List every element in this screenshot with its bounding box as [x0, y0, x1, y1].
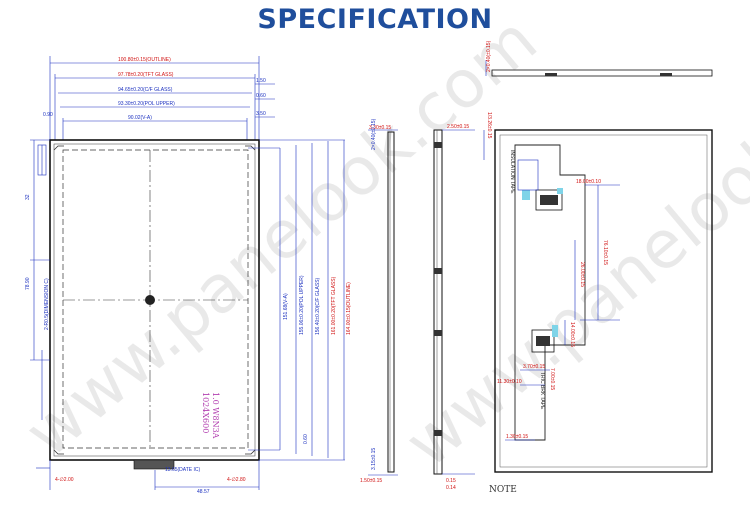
- dim-cf-glass-height: 156.40±0.20(C/F GLASS): [315, 277, 321, 335]
- rear-dim-11: 11.30±0.10: [497, 379, 522, 385]
- rear-dim-13: 1.30±0.15: [506, 434, 528, 440]
- side2-dim-top: 2.50±0.15: [447, 124, 469, 130]
- side-dim-bottom-vert: 3.15±0.15: [371, 448, 377, 470]
- rear-view: 1/3.26±0.15 INSULATION TAPE 18.00±0.10 7…: [483, 112, 713, 495]
- rear-dim-18: 18.00±0.10: [576, 179, 601, 185]
- dim-bottom-48: 48.57: [197, 489, 210, 495]
- dim-right-small-3: 3.50: [256, 111, 266, 117]
- dim-right-small-1: 1.50: [256, 78, 266, 84]
- rear-tric-tape: TRIC BRK TAPE: [539, 372, 545, 410]
- dim-tft-glass-height: 161.00±0.20(TFT GLASS): [331, 276, 337, 335]
- dim-left-32: 32: [25, 194, 31, 200]
- version-stamp: 1.0 W8N3A 1024X600: [201, 392, 220, 439]
- dim-right-bottom: 0.60: [303, 434, 309, 444]
- svg-text:1.0 W8N3A: 1.0 W8N3A: [211, 392, 220, 439]
- rear-dim-37: 3.70±0.15: [523, 364, 545, 370]
- dim-outline-height: 164.00±0.15(OUTLINE): [346, 282, 352, 335]
- dim-left-r05: 2-R0.5(DIMENSION C): [44, 278, 50, 330]
- dim-cf-glass-width: 94.65±0.20(C/F GLASS): [118, 87, 173, 93]
- rear-insulation-tape: INSULATION TAPE: [509, 150, 515, 194]
- rear-dim-26: 26.00±0.15: [579, 262, 585, 287]
- rear-dim-14: 14.00±0.15: [569, 322, 575, 347]
- side-dim-top-vert: 2×0.40(±0.15): [371, 118, 377, 150]
- top-strip-view: 2×0.40(±0.15): [485, 40, 713, 77]
- page-title: SPECIFICATION: [257, 4, 493, 35]
- dim-left-small: 0.90: [43, 112, 53, 118]
- side-dim-bottom: 1.50±0.15: [360, 478, 382, 484]
- dim-va-width: 90.02(V-A): [128, 115, 152, 121]
- strip-dim: 2×0.40(±0.15): [486, 40, 492, 72]
- rear-dim-76: 76.10±0.15: [602, 240, 608, 265]
- side2-small-1: 0.15: [446, 478, 456, 484]
- dim-outline-width: 100.80±0.15(OUTLINE): [118, 57, 171, 63]
- dim-date-ic: 13.65(DATE IC): [165, 467, 201, 473]
- dim-hole-2: 4-∅2.00: [55, 477, 74, 483]
- side2-small-2: 0.14: [446, 485, 456, 491]
- dim-hole-28: 4-∅2.80: [227, 477, 246, 483]
- dim-pol-upper-width: 93.30±0.20(POL UPPER): [118, 101, 175, 107]
- dim-tft-glass-width: 97.78±0.20(TFT GLASS): [118, 72, 174, 78]
- rear-dim-top: 1/3.26±0.15: [486, 112, 492, 139]
- side-dim-top: 3.30±0.15: [369, 125, 391, 131]
- front-view: 100.80±0.15(OUTLINE) 97.78±0.20(TFT GLAS…: [25, 56, 352, 495]
- dim-pol-upper-height: 155.06±0.20(POL UPPER): [299, 275, 305, 335]
- dim-left-78: 78.90: [25, 277, 31, 290]
- dim-right-small-2: 0.60: [256, 93, 266, 99]
- note-label: NOTE: [489, 485, 517, 495]
- side-view: 3.30±0.15 2×0.40(±0.15) 3.15±0.15 1.50±0…: [360, 118, 475, 491]
- svg-text:1024X600: 1024X600: [201, 392, 210, 433]
- rear-dim-7: 7.00±0.15: [549, 368, 555, 390]
- dim-va-height: 151.68(V-A): [283, 293, 289, 320]
